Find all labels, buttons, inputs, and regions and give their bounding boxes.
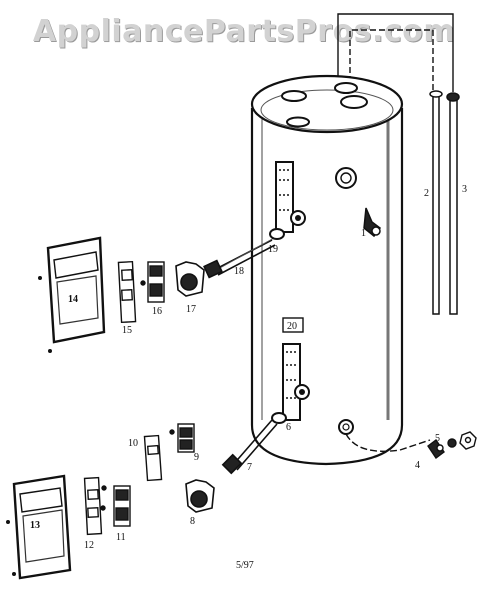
drain-valve-washer	[447, 438, 457, 448]
part-number-2: 2	[424, 188, 429, 199]
top-fitting-hole	[334, 82, 358, 94]
part-number-labels: 1 2 3 4 5 6 7 8 9 10 11 12 13 14 15 16 1…	[30, 184, 467, 551]
part-number-14: 14	[68, 294, 78, 305]
part-number-11: 11	[116, 532, 126, 543]
dip-tube-2	[429, 90, 443, 315]
part-20-label-box	[282, 317, 304, 333]
part-number-15: 15	[122, 325, 132, 336]
upper-thermostat-cover	[38, 236, 106, 353]
date-code: 5/97	[236, 560, 254, 571]
part-number-9: 9	[194, 452, 199, 463]
water-heater-tank	[250, 74, 404, 466]
part-number-16: 16	[152, 306, 162, 317]
part-number-18: 18	[234, 266, 244, 277]
lower-thermostat-11	[100, 485, 131, 527]
water-lines	[337, 13, 454, 92]
part-number-12: 12	[84, 540, 94, 551]
watermark-text: AppliancePartsPros.com	[32, 14, 456, 49]
top-fitting-hole	[281, 90, 307, 102]
part-number-4: 4	[415, 460, 420, 471]
lower-insulation-pad-12	[83, 476, 103, 536]
thermostat-bracket-8	[185, 479, 215, 513]
part-number-7: 7	[247, 462, 252, 473]
upper-access-opening	[275, 161, 306, 233]
part-number-10: 10	[128, 438, 138, 449]
element-gasket-19	[269, 228, 285, 240]
relief-valve	[363, 207, 382, 238]
part-number-5: 5	[435, 433, 440, 444]
top-fitting-hole	[286, 116, 310, 128]
top-fitting-hole	[340, 95, 368, 109]
part-number-20: 20	[287, 321, 297, 332]
lower-thermostat-9	[169, 423, 195, 453]
lower-insulation-pad	[143, 434, 163, 482]
part-number-1: 1	[361, 228, 366, 239]
upper-insulation-pad	[117, 260, 137, 324]
element-gasket-6	[271, 412, 287, 424]
part-number-13: 13	[30, 520, 40, 531]
drain-valve	[345, 431, 477, 460]
part-number-17: 17	[186, 304, 196, 315]
upper-thermostat	[140, 261, 165, 303]
part-number-8: 8	[190, 516, 195, 527]
part-number-3: 3	[462, 184, 467, 195]
lower-heating-element	[221, 412, 287, 475]
part-number-19: 19	[268, 244, 278, 255]
part-number-6: 6	[286, 422, 291, 433]
upper-heating-element	[203, 228, 285, 279]
thermostat-bracket-17	[175, 261, 205, 297]
lower-access-opening	[282, 343, 310, 421]
lower-thermostat-cover	[6, 474, 72, 580]
dip-tube-3	[446, 92, 460, 315]
